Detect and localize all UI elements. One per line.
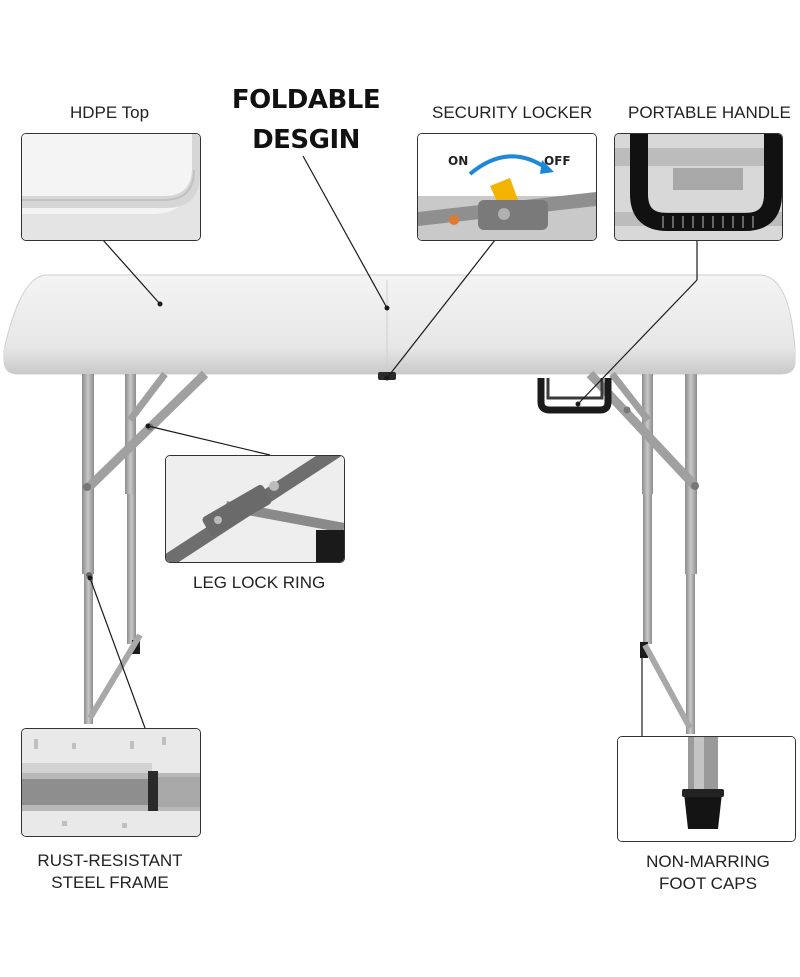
- lock-off-label: OFF: [544, 154, 571, 168]
- foot-caps-label-line2: FOOT CAPS: [659, 874, 757, 893]
- steel-frame-label: RUST-RESISTANT STEEL FRAME: [37, 850, 182, 894]
- leg-lock-image: [166, 456, 344, 562]
- callout-leaders: [89, 155, 698, 736]
- steel-frame-label-line1: RUST-RESISTANT: [37, 851, 183, 870]
- callout-dots: [87, 301, 581, 581]
- foot-caps-label-line1: NON-MARRING: [646, 852, 770, 871]
- portable-handle-inset: [614, 133, 783, 241]
- portable-handle-label: PORTABLE HANDLE: [628, 103, 791, 122]
- right-leg-frame: [586, 370, 699, 734]
- lock-on-label: ON: [448, 154, 469, 168]
- foldable-title-line2: DESGIN: [252, 125, 360, 155]
- steel-frame-inset: [21, 728, 201, 837]
- foldable-design-title: FOLDABLE DESGIN: [231, 80, 381, 160]
- hdpe-top-label: HDPE Top: [70, 103, 150, 122]
- foot-caps-label: NON-MARRING FOOT CAPS: [646, 851, 770, 895]
- handle-closeup-image: [615, 134, 782, 240]
- leg-lock-ring-label: LEG LOCK RING: [193, 573, 326, 592]
- security-locker-inset: ON OFF: [417, 133, 597, 241]
- locker-mechanism-image: [418, 134, 596, 240]
- steel-tube-image: [22, 729, 200, 836]
- table-corner-image: [22, 134, 200, 240]
- security-locker-label: SECURITY LOCKER: [432, 103, 593, 122]
- hdpe-top-inset: [21, 133, 201, 241]
- carry-handle: [537, 378, 612, 414]
- foot-caps-inset: [617, 736, 796, 842]
- foldable-title-line1: FOLDABLE: [231, 85, 381, 115]
- table-top: [3, 274, 796, 375]
- foot-cap-image: [618, 737, 795, 841]
- steel-frame-label-line2: STEEL FRAME: [51, 873, 169, 892]
- leg-lock-ring-inset: [165, 455, 345, 563]
- left-leg-frame: [82, 370, 209, 724]
